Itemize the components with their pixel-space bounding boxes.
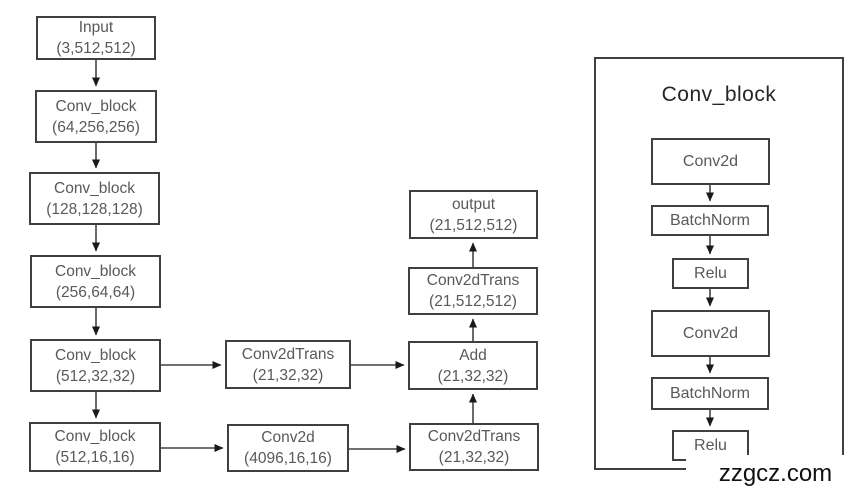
node-shape: (21,32,32) bbox=[437, 367, 509, 385]
layer-label: BatchNorm bbox=[669, 384, 751, 402]
node-conv-block-1: Conv_block (64,256,256) bbox=[35, 90, 157, 143]
node-shape: (21,512,512) bbox=[429, 293, 517, 310]
node-label: Conv2dTrans bbox=[427, 428, 521, 445]
node-output: output (21,512,512) bbox=[409, 190, 538, 239]
panel-layer-conv2d-1: Conv2d bbox=[651, 138, 770, 185]
node-conv-block-3: Conv_block (256,64,64) bbox=[30, 255, 161, 308]
node-label: Conv2dTrans bbox=[426, 272, 520, 289]
node-label: Conv2dTrans bbox=[241, 345, 335, 363]
node-shape: (512,16,16) bbox=[55, 449, 135, 466]
node-label: Conv_block bbox=[55, 97, 137, 115]
node-conv-block-5: Conv_block (512,16,16) bbox=[29, 422, 161, 472]
node-add: Add (21,32,32) bbox=[408, 341, 538, 390]
node-input: Input (3,512,512) bbox=[36, 16, 156, 60]
node-shape: (64,256,256) bbox=[52, 118, 140, 136]
node-label: Conv2d bbox=[261, 429, 315, 446]
node-label: output bbox=[451, 195, 496, 213]
node-shape: (512,32,32) bbox=[55, 367, 136, 385]
node-label: Add bbox=[459, 346, 487, 364]
layer-label: Relu bbox=[694, 436, 727, 454]
node-shape: (21,32,32) bbox=[252, 366, 324, 384]
node-conv2dtrans-up1: Conv2dTrans (21,32,32) bbox=[409, 423, 539, 471]
layer-label: BatchNorm bbox=[669, 211, 751, 229]
panel-layer-batchnorm-1: BatchNorm bbox=[651, 205, 769, 236]
node-conv-block-4: Conv_block (512,32,32) bbox=[30, 339, 161, 392]
node-shape: (128,128,128) bbox=[46, 200, 143, 218]
conv-block-panel-title: Conv_block bbox=[661, 83, 777, 106]
layer-label: Relu bbox=[694, 264, 727, 282]
node-shape: (4096,16,16) bbox=[244, 450, 332, 467]
node-shape: (3,512,512) bbox=[56, 40, 136, 57]
node-label: Input bbox=[78, 19, 114, 36]
panel-layer-relu-1: Relu bbox=[672, 258, 749, 289]
node-shape: (21,512,512) bbox=[429, 216, 518, 234]
layer-label: Conv2d bbox=[682, 324, 739, 342]
watermark-text: zzgcz.com bbox=[718, 459, 833, 487]
node-label: Conv_block bbox=[54, 179, 135, 197]
panel-layer-batchnorm-2: BatchNorm bbox=[651, 377, 769, 410]
node-shape: (256,64,64) bbox=[55, 283, 136, 301]
node-label: Conv_block bbox=[55, 346, 136, 364]
node-label: Conv_block bbox=[55, 262, 136, 280]
node-label: Conv_block bbox=[54, 428, 136, 445]
node-conv2dtrans-up2: Conv2dTrans (21,512,512) bbox=[408, 267, 538, 315]
node-conv2d-skip: Conv2d (4096,16,16) bbox=[227, 424, 349, 472]
panel-layer-conv2d-2: Conv2d bbox=[651, 310, 770, 357]
layer-label: Conv2d bbox=[682, 152, 739, 170]
node-conv2dtrans-skip: Conv2dTrans (21,32,32) bbox=[225, 340, 351, 389]
node-conv-block-2: Conv_block (128,128,128) bbox=[29, 172, 160, 225]
watermark: zzgcz.com bbox=[686, 455, 865, 492]
node-shape: (21,32,32) bbox=[438, 449, 510, 466]
